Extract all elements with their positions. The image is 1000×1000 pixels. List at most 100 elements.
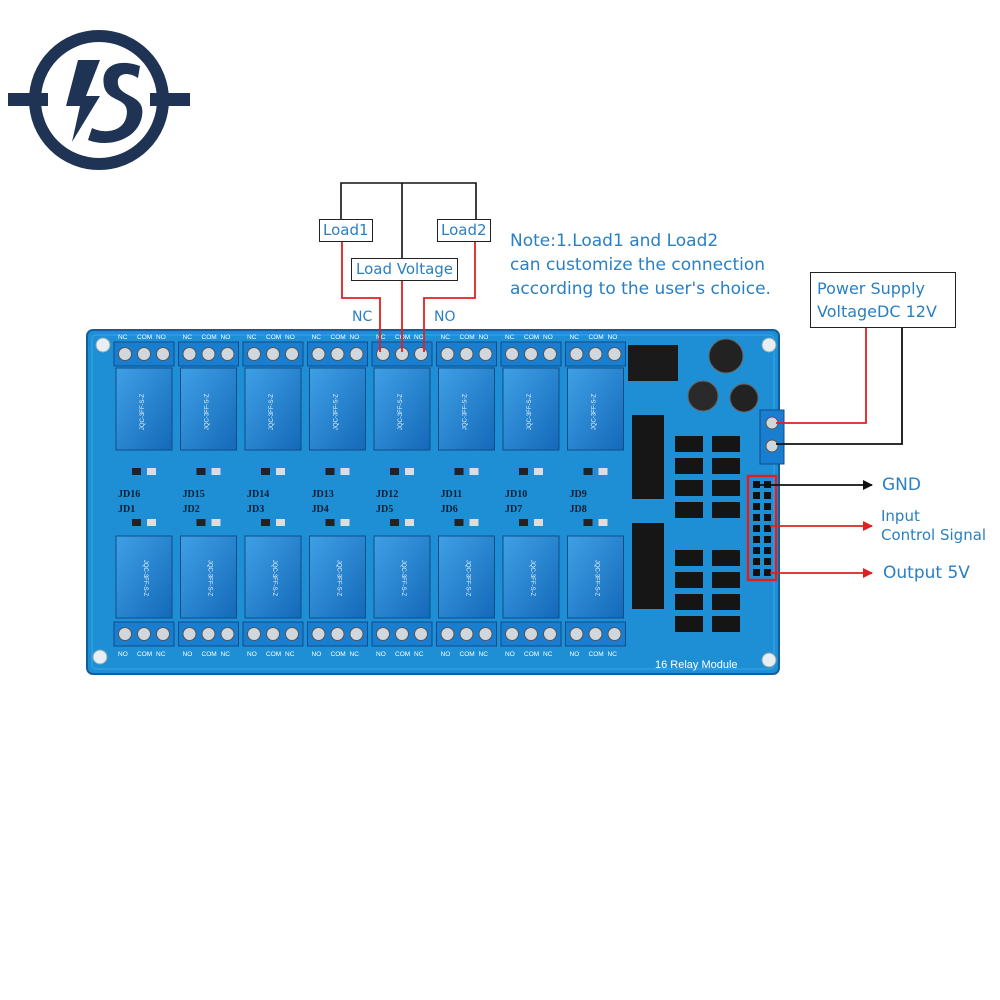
terminal-label: NC	[608, 651, 618, 658]
power-wiring	[776, 328, 903, 445]
optocoupler-chip	[712, 458, 740, 474]
load1-label-box: Load1	[319, 219, 373, 242]
relay-label: JD6	[441, 504, 458, 515]
brand-logo-icon	[8, 30, 190, 170]
header-pin	[753, 569, 760, 576]
terminal-label: NC	[479, 651, 489, 658]
optocoupler-chip	[712, 480, 740, 496]
output-5v-label: Output 5V	[883, 563, 970, 583]
terminal-label: COM	[589, 334, 604, 341]
relay-model-text: JQC-3FF-S-Z	[594, 560, 600, 597]
optocoupler-chip	[675, 436, 703, 452]
terminal-label: NC	[285, 651, 295, 658]
relay-label: JD9	[570, 489, 587, 500]
module-name-label: 16 Relay Module	[655, 659, 738, 671]
relay-label: JD1	[118, 504, 135, 515]
header-pin	[753, 558, 760, 565]
relay-model-text: JQC-3FF-S-Z	[529, 560, 535, 597]
optocoupler-chip	[712, 572, 740, 588]
relay-label: JD5	[376, 504, 393, 515]
relay-label: JD4	[312, 504, 329, 515]
note-text: Note:1.Load1 and Load2 can customize the…	[510, 229, 771, 301]
optocoupler-chip	[675, 594, 703, 610]
terminal-label: COM	[589, 651, 604, 658]
relay-label: JD16	[118, 489, 140, 500]
terminal-label: NO	[608, 334, 618, 341]
relay-model-text: JQC-3FF-S-Z	[400, 560, 406, 597]
note-line-3: according to the user's choice.	[510, 279, 771, 299]
ic-chip-2	[632, 523, 664, 609]
terminal-label: NO	[441, 651, 451, 658]
relay-label: JD7	[505, 504, 522, 515]
terminal-label: NO	[183, 651, 193, 658]
terminal-label: COM	[266, 334, 281, 341]
pin-header-outline	[746, 474, 778, 582]
optocoupler-chip	[675, 502, 703, 518]
header-pin	[764, 525, 771, 532]
relay-model-text: JQC-3FF-S-Z	[463, 394, 469, 431]
relay-model-text: JQC-3FF-S-Z	[207, 560, 213, 597]
no-label: NO	[434, 309, 456, 325]
signal-arrows	[756, 480, 873, 578]
relay-model-text: JQC-3FF-S-Z	[205, 394, 211, 431]
power-supply-label-box: Power Supply VoltageDC 12V	[810, 272, 956, 328]
voltage-regulator	[628, 345, 678, 381]
relay-label: JD13	[312, 489, 334, 500]
header-pin	[753, 536, 760, 543]
ic-chip-1	[632, 415, 664, 499]
input-signal-label: Input Control Signal	[881, 507, 986, 545]
terminal-label: NO	[312, 651, 322, 658]
terminal-label: NC	[247, 334, 257, 341]
optocoupler-chip	[712, 594, 740, 610]
terminal-label: NC	[118, 334, 128, 341]
optocoupler-chip	[675, 616, 703, 632]
terminal-label: NC	[312, 334, 322, 341]
terminal-label: NO	[350, 334, 360, 341]
input-line-2: Control Signal	[881, 526, 987, 544]
terminal-label: NC	[505, 334, 515, 341]
relay-label: JD11	[441, 489, 463, 500]
relay-label: JD3	[247, 504, 264, 515]
header-pin	[753, 547, 760, 554]
terminal-label: COM	[331, 651, 346, 658]
terminal-label: NC	[156, 651, 166, 658]
terminal-label: COM	[395, 651, 410, 658]
power-supply-line-2: VoltageDC 12V	[817, 302, 937, 321]
optocoupler-chip	[712, 616, 740, 632]
input-line-1: Input	[881, 507, 920, 525]
relay-label: JD10	[505, 489, 527, 500]
terminal-label: NO	[221, 334, 231, 341]
header-pin	[764, 492, 771, 499]
terminal-label: COM	[266, 651, 281, 658]
header-pin	[753, 525, 760, 532]
note-line-2: can customize the connection	[510, 255, 766, 275]
load-wiring	[340, 182, 477, 352]
terminal-label: NO	[285, 334, 295, 341]
optocoupler-chip	[712, 436, 740, 452]
terminal-label: COM	[460, 334, 475, 341]
optocoupler-chip	[675, 458, 703, 474]
terminal-label: NC	[221, 651, 231, 658]
terminal-label: COM	[524, 651, 539, 658]
terminal-label: NO	[479, 334, 489, 341]
relay-model-text: JQC-3FF-S-Z	[271, 560, 277, 597]
relay-label: JD2	[183, 504, 200, 515]
optocoupler-chip	[675, 550, 703, 566]
terminal-label: NO	[505, 651, 515, 658]
terminal-label: NC	[414, 651, 424, 658]
terminal-label: COM	[331, 334, 346, 341]
relay-model-text: JQC-3FF-S-Z	[527, 394, 533, 431]
relay-model-text: JQC-3FF-S-Z	[592, 394, 598, 431]
